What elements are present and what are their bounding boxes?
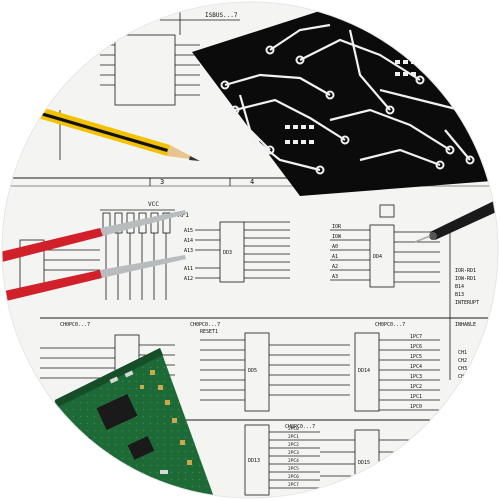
grid-number-3: 3	[160, 178, 164, 186]
probe-right-tip	[414, 235, 431, 243]
pcb-ic-pads	[285, 60, 416, 144]
grid-number-4: 4	[250, 178, 254, 186]
board-chip-main	[96, 393, 138, 431]
signal-interupt: INTERUPT	[455, 300, 479, 306]
bus-label-4: CH0PC0...7	[285, 424, 315, 430]
probe-upper	[2, 210, 186, 262]
probe-upper-handle	[2, 228, 103, 262]
chip-dd4: DD4 IOR IOW A0 A1 A2 A3	[330, 204, 440, 288]
signal-iow: IOW	[332, 234, 342, 240]
signal-a12: A12	[184, 276, 193, 282]
pencil-lead	[189, 156, 200, 161]
chip-dd5: RESET1 DD5	[200, 329, 350, 412]
pc-2pc6: 2PC6	[288, 474, 299, 480]
reset-label: RESET1	[200, 329, 218, 335]
chip-dd4-label: DD4	[373, 254, 382, 260]
probe-right-ring	[429, 232, 437, 240]
chip-dd15-label: DD15	[358, 460, 370, 466]
signal-a15: A15	[184, 228, 193, 234]
signal-ch1: CH1	[458, 350, 467, 356]
signal-ch3: CH3	[458, 366, 467, 372]
bus-label-1: CH0PC0...7	[60, 322, 90, 328]
signal-a11: A11	[184, 266, 193, 272]
probe-right-handle	[430, 198, 498, 240]
chip-dd13: DD13 2PC0 2PC1 2PC2 2PC3 2PC4 2PC5 2PC6 …	[244, 424, 320, 496]
signal-inhable: INHABLE	[455, 322, 476, 328]
top-block-label: ISBUS...7	[205, 12, 238, 19]
signal-a3: A3	[332, 274, 338, 280]
chip-dd14-label: DD14	[358, 368, 370, 374]
circuit-schematic: ISBUS...7 3 4 VCC RP1	[10, 12, 490, 496]
signal-a0: A0	[332, 244, 338, 250]
probe-right	[414, 198, 498, 243]
signal-ior: IOR	[332, 224, 342, 230]
pc-2pc5: 2PC5	[288, 466, 299, 472]
out-1pc7: 1PC7	[410, 334, 422, 340]
signal-ch2: CH2	[458, 358, 467, 364]
test-probes	[2, 210, 186, 302]
signal-a14: A14	[184, 238, 193, 244]
bus-label-2: CH0PC0...7	[190, 322, 220, 328]
chip-dd14: DD14 1PC7 1PC6 1PC5 1PC4 1PC3 1PC2 1PC1 …	[354, 332, 440, 412]
out-1pc6: 1PC6	[410, 344, 422, 350]
probe-lower-handle	[2, 270, 102, 302]
probe-lower-tip	[100, 255, 186, 278]
probe-lower	[2, 255, 186, 302]
out-1pc1: 1PC1	[410, 394, 422, 400]
out-1pc5: 1PC5	[410, 354, 422, 360]
signal-b14: B14	[455, 284, 464, 290]
vcc-label: VCC	[148, 201, 159, 208]
bus-label-3: CH0PC0...7	[375, 322, 405, 328]
pc-2pc4: 2PC4	[288, 458, 299, 464]
out-1pc3: 1PC3	[410, 374, 422, 380]
chip-dd3: DD3 A15 A14 A13 A11 A12	[184, 221, 290, 283]
out-1pc4: 1PC4	[410, 364, 422, 370]
pc-2pc0: 2PC0	[288, 426, 299, 432]
signal-a13: A13	[184, 248, 193, 254]
chip-dd5-label: DD5	[248, 368, 257, 374]
signal-ior-rd1: IOR-RD1	[455, 268, 476, 274]
signal-iow-rd1: IOW-RD1	[455, 276, 476, 282]
signal-a2: A2	[332, 264, 338, 270]
board-chip-small	[127, 436, 155, 460]
probe-upper-tip	[100, 210, 186, 236]
rp-label: RP1	[178, 212, 189, 219]
out-1pc0: 1PC0	[410, 404, 422, 410]
signal-a1: A1	[332, 254, 338, 260]
pc-2pc1: 2PC1	[288, 434, 299, 440]
signal-b13: B13	[455, 292, 464, 298]
pc-2pc7: 2PC7	[288, 482, 299, 488]
chip-dd13-label: DD13	[248, 458, 260, 464]
out-1pc2: 1PC2	[410, 384, 422, 390]
pc-2pc2: 2PC2	[288, 442, 299, 448]
pc-2pc3: 2PC3	[288, 450, 299, 456]
chip-dd3-label: DD3	[223, 250, 232, 256]
